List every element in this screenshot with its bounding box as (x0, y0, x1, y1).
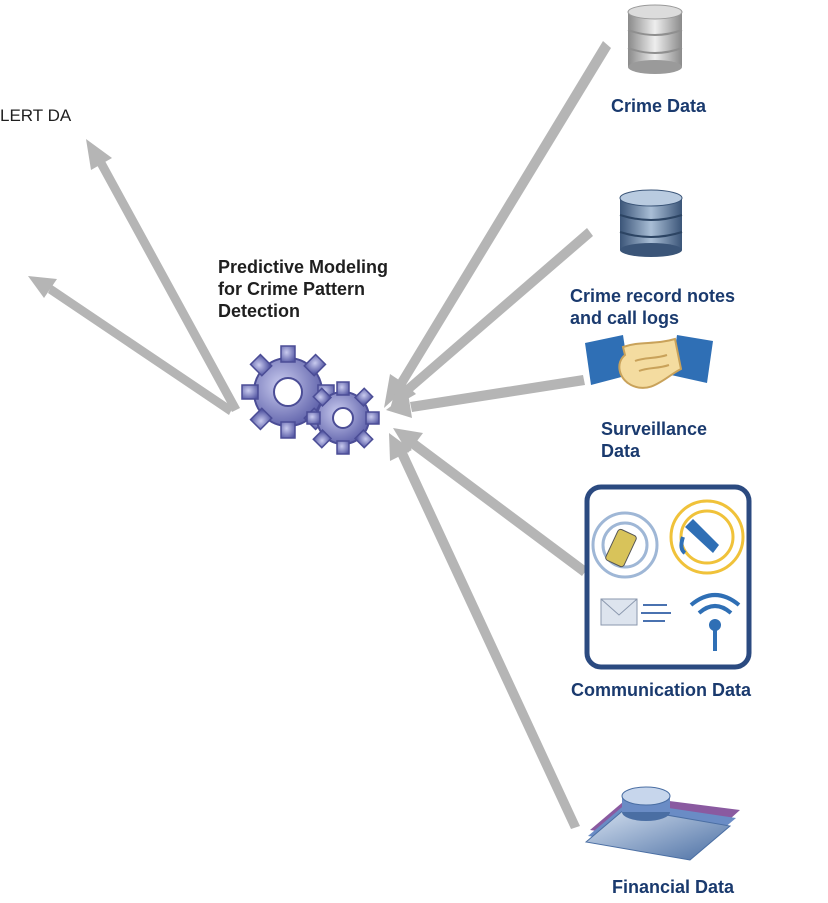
surveillance-line: Surveillance (601, 419, 708, 439)
center-label-line: Detection (218, 301, 301, 321)
handshake-icon (585, 335, 713, 389)
communication-label: Communication Data (571, 680, 752, 700)
communication-icon (584, 484, 752, 670)
arrow-out-left (28, 276, 233, 415)
arrow-surveillance (386, 375, 585, 418)
financial-icon (584, 786, 740, 861)
telephone-icon (669, 499, 745, 575)
arrow-crime-data (384, 41, 611, 408)
wifi-icon (689, 593, 741, 651)
record-notes-label: Crime record notes and call logs (570, 285, 735, 329)
arrow-communication (393, 428, 588, 576)
arrow-financial (389, 433, 580, 829)
database-icon (627, 4, 683, 74)
record-notes-line: Crime record notes (570, 286, 736, 306)
arrow-record-notes (390, 228, 593, 409)
arrow-out-alert (86, 139, 240, 412)
record-notes-line: and call logs (570, 308, 680, 328)
mobile-phone-icon (591, 511, 659, 579)
database-icon (619, 189, 683, 257)
surveillance-line: Data (601, 441, 641, 461)
center-label-line: for Crime Pattern (218, 279, 366, 299)
arrows (28, 41, 611, 829)
financial-label: Financial Data (612, 877, 735, 897)
center-label: Predictive Modeling for Crime Pattern De… (218, 256, 388, 322)
output-label: LERT DA (0, 106, 72, 125)
crime-data-label: Crime Data (611, 96, 707, 116)
surveillance-label: Surveillance Data (601, 418, 707, 462)
center-label-line: Predictive Modeling (218, 257, 389, 277)
envelope-icon (600, 598, 671, 626)
gears-icon (241, 345, 380, 455)
